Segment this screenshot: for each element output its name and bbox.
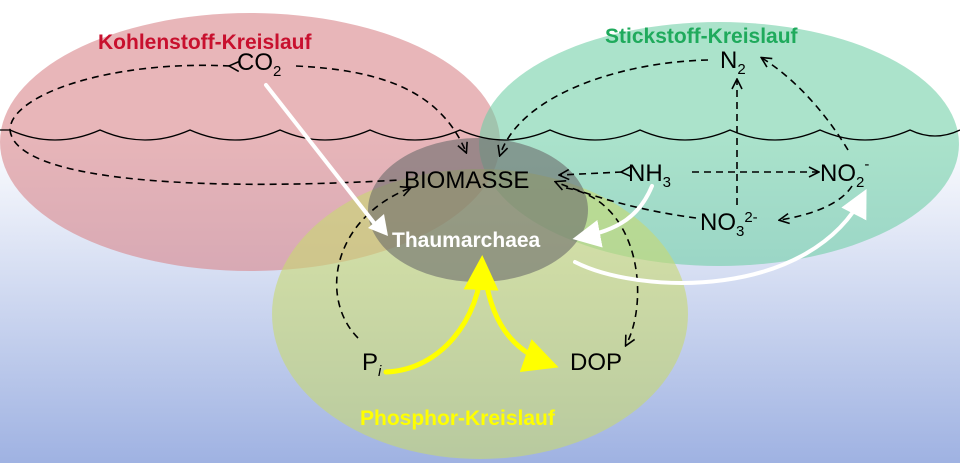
thaumarchaea-to-dop-arrow [481, 265, 559, 373]
pi-to-biomass-dashed-arrow [336, 188, 410, 339]
nitrogen-cycle-title: Stickstoff-Kreislauf [605, 25, 799, 48]
no3-to-biomass-dashed-arrow [556, 182, 697, 219]
n2-node: N2 [720, 47, 746, 78]
nh3-node: NH3 [628, 160, 671, 191]
water-surface-line [0, 129, 960, 141]
carbon-loop-arrow-top [9, 65, 230, 131]
phosphorus-cycle-title: Phosphor-Kreislauf [360, 407, 556, 430]
biomass-to-dop-dashed-arrow [565, 187, 639, 345]
carbon-cycle-title: Kohlenstoff-Kreislauf [98, 31, 313, 54]
co2-to-biomass-dashed-arrow [295, 65, 466, 152]
thaumarchaea-node: Thaumarchaea [392, 229, 541, 252]
co2-to-thaumarchaea-arrow [264, 83, 380, 230]
co2-to-thaumarchaea-arrow-head [368, 214, 388, 236]
dop-node: DOP [570, 349, 622, 376]
n2-to-biomass-dashed-arrow [500, 59, 709, 155]
pi-to-thaumarchaea-arrow [383, 255, 499, 375]
no3-node: NO32- [700, 209, 758, 240]
co2-node: CO2 [237, 49, 281, 80]
pi-node: Pi [362, 349, 382, 380]
no2-node: NO2- [820, 156, 869, 191]
carbon-loop-arrow-down [9, 129, 401, 186]
no2-to-n2-dashed-arrow [762, 58, 849, 151]
nh3-biomass-dashed-arrow [560, 172, 622, 175]
biomass-node: BIOMASSE [404, 167, 529, 194]
biomass-region [368, 138, 588, 282]
nh3-to-thaumarchaea-arrow [572, 184, 654, 248]
thaumarchaea-to-no2-arrow [573, 189, 867, 285]
